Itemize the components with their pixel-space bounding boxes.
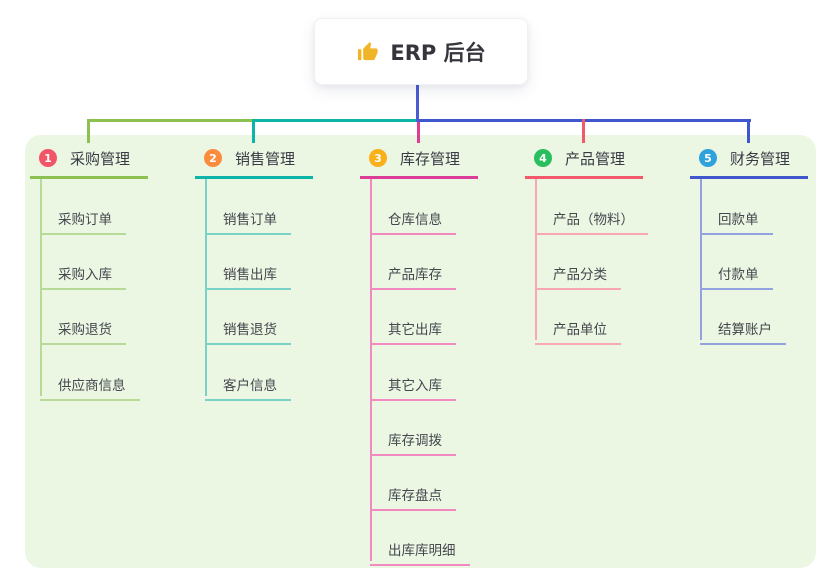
drop-line-branch-5 [747, 119, 750, 143]
branch-header-2[interactable]: 2 销售管理 [204, 148, 295, 168]
branch-label: 产品管理 [565, 149, 626, 168]
branch-spine-1 [40, 179, 42, 396]
branch-label: 财务管理 [730, 149, 791, 168]
root-node[interactable]: ERP 后台 [314, 18, 528, 85]
branch-underline-4 [525, 176, 643, 179]
branch-badge: 3 [369, 149, 387, 167]
child-node[interactable]: 销售订单 [205, 200, 291, 235]
branch-label: 采购管理 [70, 149, 131, 168]
child-node[interactable]: 库存盘点 [370, 476, 456, 511]
child-node[interactable]: 其它入库 [370, 366, 456, 401]
child-node[interactable]: 结算账户 [700, 310, 786, 346]
branches-panel [25, 135, 816, 568]
branch-badge: 4 [534, 149, 552, 167]
drop-line-branch-1 [87, 119, 90, 143]
thumbs-up-icon [358, 42, 379, 61]
branch-spine-3 [370, 179, 372, 562]
branch-underline-5 [690, 176, 808, 179]
branch-underline-2 [195, 176, 313, 179]
child-node[interactable]: 出库库明细 [370, 531, 470, 567]
branch-header-5[interactable]: 5 财务管理 [699, 148, 790, 168]
child-node[interactable]: 供应商信息 [40, 366, 140, 401]
bus-line-branch-2 [253, 119, 420, 122]
branch-label: 销售管理 [235, 149, 296, 168]
child-node[interactable]: 仓库信息 [370, 200, 456, 235]
branch-badge: 2 [204, 149, 222, 167]
child-node[interactable]: 回款单 [700, 200, 773, 235]
branch-header-1[interactable]: 1 采购管理 [39, 148, 130, 168]
root-title: ERP 后台 [390, 40, 486, 65]
drop-line-branch-2 [252, 119, 255, 143]
root-connector-line [416, 83, 419, 122]
branch-badge: 5 [699, 149, 717, 167]
child-node[interactable]: 销售出库 [205, 255, 291, 291]
child-node[interactable]: 产品库存 [370, 255, 456, 291]
child-node[interactable]: 采购订单 [40, 200, 126, 235]
child-node[interactable]: 客户信息 [205, 366, 291, 401]
drop-line-branch-3 [417, 119, 420, 143]
branch-spine-4 [535, 179, 537, 341]
child-node[interactable]: 库存调拨 [370, 421, 456, 456]
child-node[interactable]: 产品单位 [535, 310, 621, 346]
child-node[interactable]: 其它出库 [370, 310, 456, 346]
branch-spine-5 [700, 179, 702, 341]
child-node[interactable]: 采购退货 [40, 310, 126, 346]
child-node[interactable]: 产品分类 [535, 255, 621, 291]
drop-line-branch-4 [582, 119, 585, 143]
branch-header-3[interactable]: 3 库存管理 [369, 148, 460, 168]
child-node[interactable]: 付款单 [700, 255, 773, 291]
child-node[interactable]: 销售退货 [205, 310, 291, 346]
branch-header-4[interactable]: 4 产品管理 [534, 148, 625, 168]
branch-badge: 1 [39, 149, 57, 167]
child-node[interactable]: 采购入库 [40, 255, 126, 291]
branch-underline-1 [30, 176, 148, 179]
branch-label: 库存管理 [400, 149, 461, 168]
branch-spine-2 [205, 179, 207, 396]
branch-underline-3 [360, 176, 478, 179]
child-node[interactable]: 产品（物料） [535, 200, 648, 235]
